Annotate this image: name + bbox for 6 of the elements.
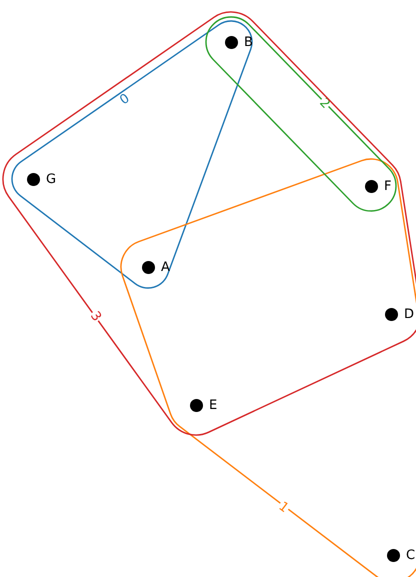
node-label: G xyxy=(46,172,56,187)
node-label: F xyxy=(384,179,392,194)
node-label: C xyxy=(406,548,416,563)
node-label: A xyxy=(161,260,170,275)
node-label: D xyxy=(404,307,414,322)
node-label: E xyxy=(209,398,218,413)
